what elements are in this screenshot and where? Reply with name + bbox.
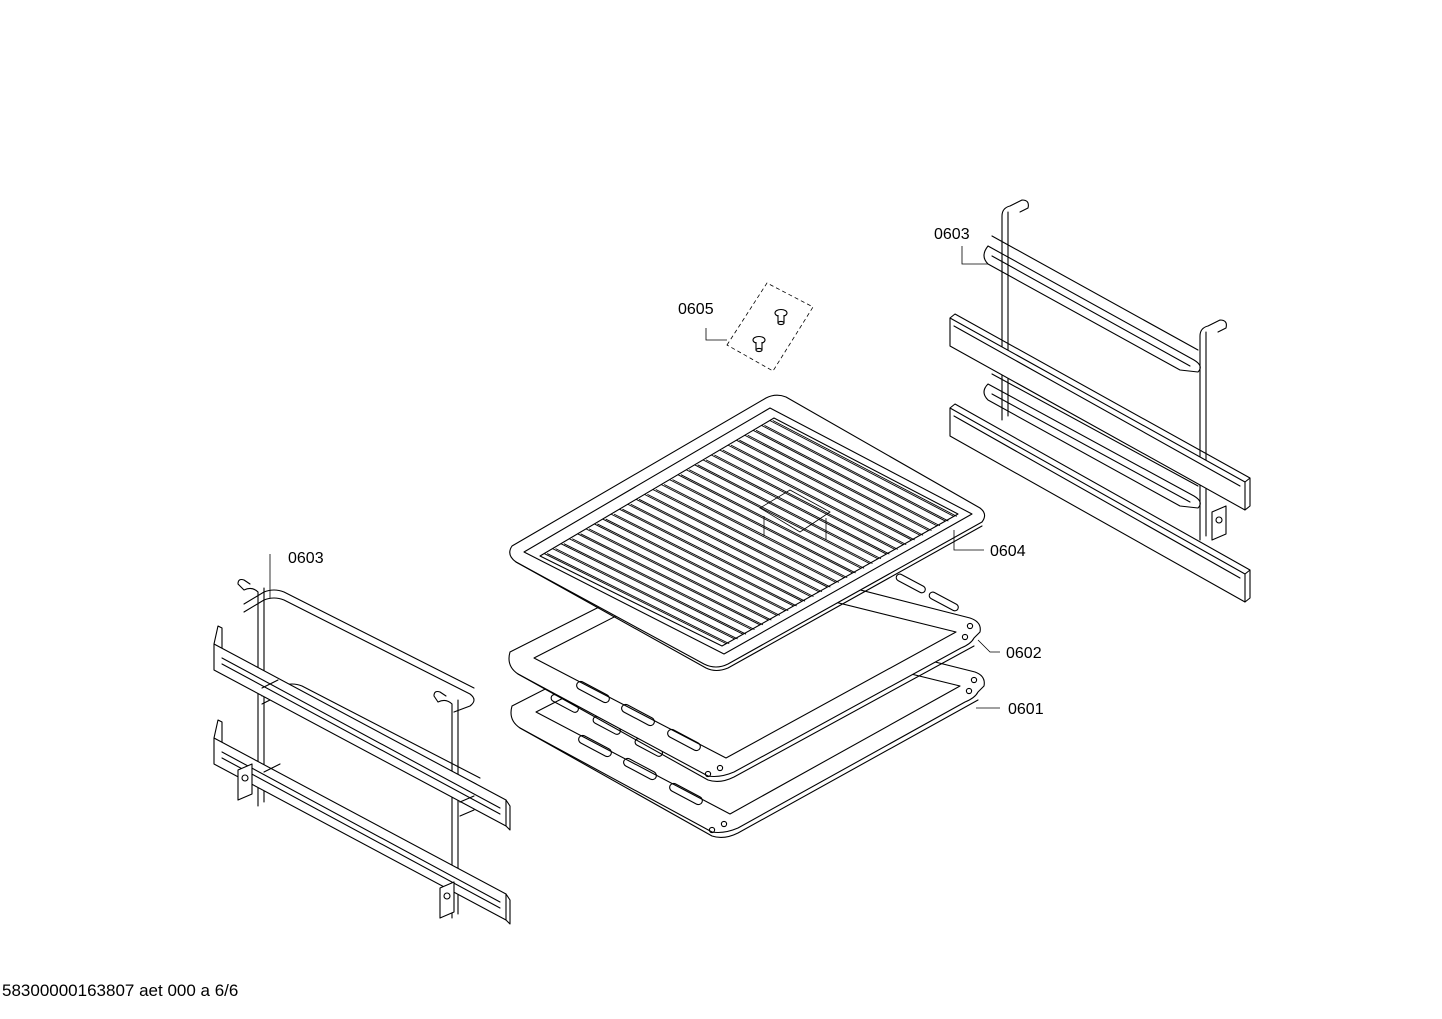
rack-wire xyxy=(719,449,904,546)
callout-0603-left: 0603 xyxy=(288,550,324,567)
rack-wire xyxy=(689,469,873,564)
rack-wire xyxy=(588,528,772,621)
rack-wire xyxy=(730,444,915,541)
callout-0601: 0601 xyxy=(1008,701,1044,718)
rack-wire xyxy=(630,503,814,597)
rack-wire xyxy=(686,469,870,564)
rack-wire xyxy=(669,479,853,574)
screw-icon xyxy=(774,308,788,326)
callout-0604: 0604 xyxy=(990,543,1026,560)
rack-wire xyxy=(594,523,777,616)
rack-wire xyxy=(755,429,941,527)
rack-wire xyxy=(652,489,836,583)
rack-wire xyxy=(727,444,912,541)
rack-wire xyxy=(560,543,744,635)
rack-wire xyxy=(610,513,794,607)
rack-wire xyxy=(714,454,898,550)
rack-wire xyxy=(764,424,949,522)
rack-wire xyxy=(647,493,831,588)
rack-wire xyxy=(563,543,747,635)
rack-wire xyxy=(644,493,828,588)
part-0605-screws xyxy=(726,282,814,372)
rack-wire xyxy=(655,489,839,583)
rack-wire xyxy=(705,459,890,555)
rack-wire xyxy=(677,474,862,569)
rack-wire xyxy=(744,434,929,531)
rack-wire xyxy=(619,508,803,602)
rack-wire xyxy=(613,513,797,607)
rack-wire xyxy=(605,518,789,612)
rack-wire xyxy=(627,503,811,597)
tray-slot xyxy=(576,573,959,752)
part-0603-shelf-support-right xyxy=(949,199,1251,603)
rack-wire xyxy=(769,420,954,517)
callout-0605: 0605 xyxy=(678,301,714,318)
rack-wire-bars xyxy=(543,420,957,645)
rack-wire xyxy=(761,424,946,522)
rack-wire xyxy=(694,464,879,560)
rack-wire xyxy=(736,439,921,536)
leader-lines xyxy=(269,246,1000,709)
callout-0603-right: 0603 xyxy=(934,226,970,243)
rack-wire xyxy=(752,429,938,527)
callout-0602: 0602 xyxy=(1006,645,1042,662)
part-0603-shelf-support-left xyxy=(213,578,511,925)
rack-wire xyxy=(555,548,738,640)
rack-wire xyxy=(772,420,957,517)
rack-wire xyxy=(577,533,761,626)
rack-wire xyxy=(543,553,727,645)
rack-wire xyxy=(739,439,924,536)
rack-wire xyxy=(546,553,730,645)
rack-wire xyxy=(602,518,786,612)
screw-icon xyxy=(752,335,766,353)
rack-wire xyxy=(747,434,932,531)
rack-wire xyxy=(552,548,735,640)
rack-wire xyxy=(580,533,764,626)
rack-wire xyxy=(711,454,895,550)
rack-wire xyxy=(597,523,780,616)
rack-wire xyxy=(663,484,848,579)
rack-wire xyxy=(572,538,755,630)
rack-wire xyxy=(569,538,752,630)
rack-wire xyxy=(660,484,845,579)
rack-wire xyxy=(722,449,907,546)
rack-wire xyxy=(622,508,806,602)
rack-wire xyxy=(680,474,865,569)
drawing-reference-code: 58300000163807 aet 000 a 6/6 xyxy=(2,981,239,1000)
part-0604-wire-rack xyxy=(509,394,986,672)
rack-wire xyxy=(702,459,887,555)
rack-wire xyxy=(697,464,882,560)
rack-wire xyxy=(585,528,769,621)
rack-wire xyxy=(635,498,820,593)
rack-wire xyxy=(638,498,823,593)
